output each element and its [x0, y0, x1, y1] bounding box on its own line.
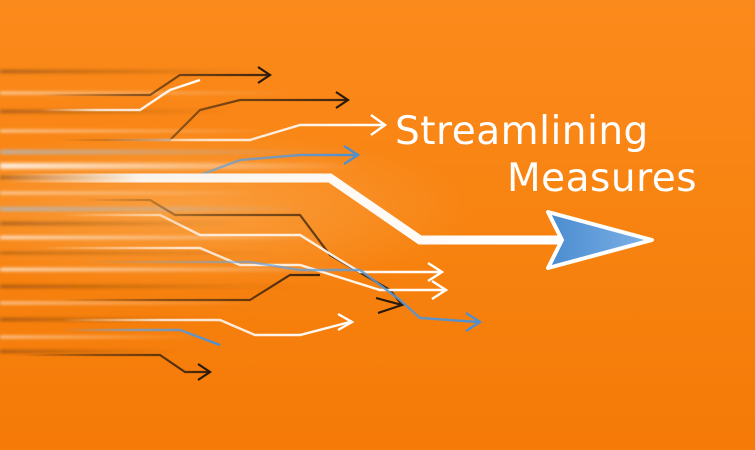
dark-arrow-path [40, 73, 270, 97]
blue-arrow-path [80, 260, 479, 324]
streak [0, 163, 360, 169]
main-arrow-shaft [0, 173, 560, 245]
streak [0, 302, 260, 304]
streak [0, 192, 260, 194]
streak [0, 110, 230, 113]
streak [0, 207, 310, 211]
dark-arrow-path [20, 353, 210, 374]
white-arrow-path [60, 213, 440, 274]
streak [0, 92, 300, 94]
white-arrow-icon [337, 114, 449, 332]
blue-arrow-path [80, 153, 355, 177]
blue-arrow-icon [343, 144, 483, 333]
headline-line-1: Streamlining [395, 109, 649, 154]
headline: Streamlining Measures [395, 108, 715, 202]
streak [0, 70, 260, 73]
white-arrow-path [100, 123, 385, 142]
dark-arrow-path [60, 273, 320, 302]
streak [0, 130, 280, 132]
streak [0, 222, 240, 225]
main-arrow [0, 173, 654, 270]
white-arrow-path [40, 78, 201, 112]
streak [0, 336, 200, 338]
streak [0, 268, 360, 271]
blue-arrow-path [60, 328, 221, 347]
main-arrow-icon [546, 210, 654, 270]
streak [0, 285, 300, 288]
streak [0, 150, 330, 154]
white-arrow-path [60, 318, 351, 337]
dark-arrow-icon [197, 66, 406, 381]
streak [0, 350, 180, 353]
headline-line-2: Measures [507, 156, 698, 201]
dark-arrow-path [60, 98, 348, 142]
white-arrow-path [40, 246, 445, 292]
streak [0, 236, 330, 239]
streak [0, 252, 280, 254]
